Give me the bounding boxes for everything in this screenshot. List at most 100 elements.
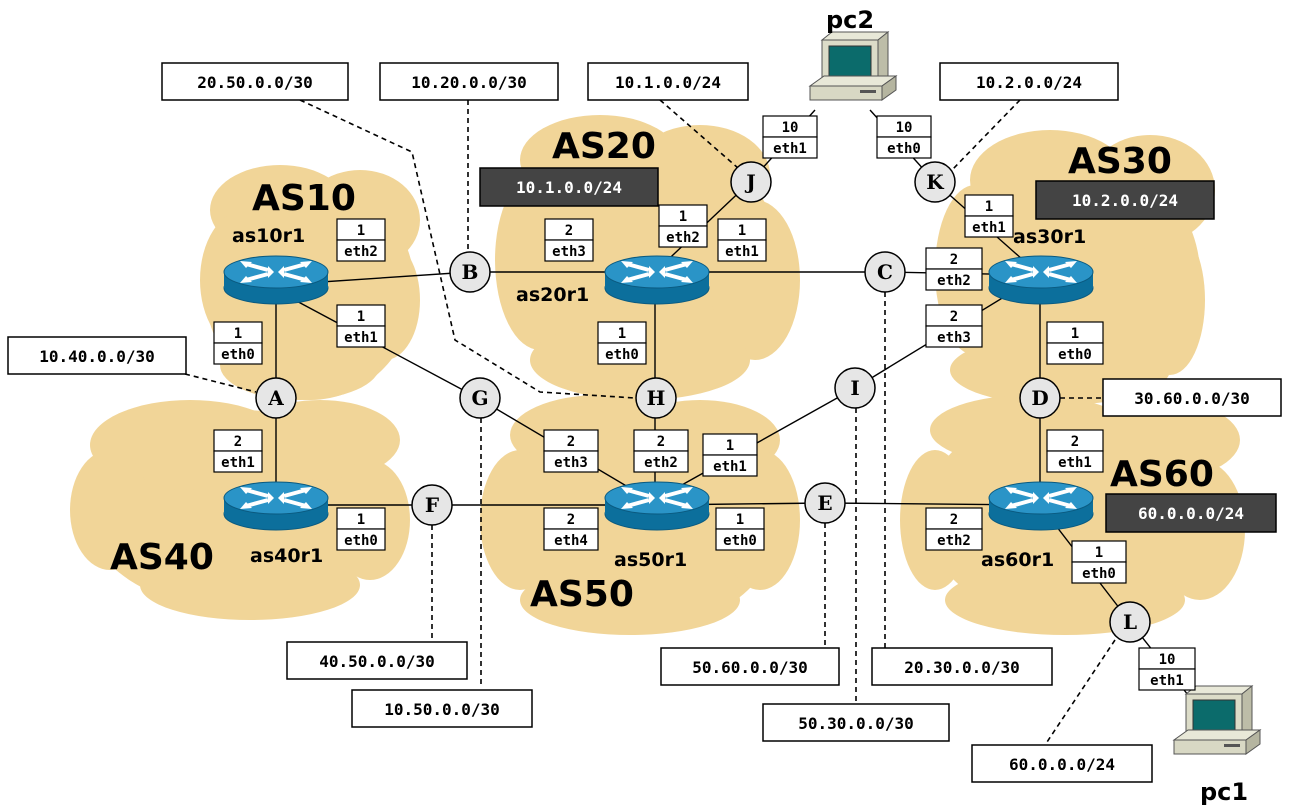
port-as60r1-eth2: 2 eth2 (925, 507, 983, 551)
svg-text:A: A (267, 386, 284, 410)
port-as60r1-eth1: 2 eth1 (1046, 429, 1104, 473)
router-labels: as10r1 as20r1 as30r1 as40r1 as50r1 as60r… (232, 225, 1086, 571)
announced-network-as60: 60.0.0.0/24 (1105, 493, 1277, 533)
svg-text:2: 2 (657, 434, 665, 450)
router-as10r1-icon (222, 254, 330, 306)
collision-domain-C: C (864, 251, 906, 293)
subnet-label-I: 50.30.0.0/30 (762, 703, 950, 742)
leader-K (951, 99, 1021, 171)
svg-text:1: 1 (1071, 326, 1079, 342)
router-label-as10r1: as10r1 (232, 225, 305, 247)
port-as10r1-eth0: 1 eth0 (213, 321, 263, 365)
svg-text:10.2.0.0/24: 10.2.0.0/24 (1072, 191, 1178, 210)
leader-A (184, 373, 257, 393)
subnet-labels: 20.50.0.0/30 10.20.0.0/30 10.1.0.0/24 10… (7, 62, 1282, 783)
svg-text:F: F (425, 493, 439, 517)
svg-text:eth1: eth1 (1058, 455, 1092, 471)
svg-text:60.0.0.0/24: 60.0.0.0/24 (1138, 504, 1244, 523)
as-label-as30: AS30 (1068, 141, 1172, 182)
svg-text:eth1: eth1 (713, 459, 747, 475)
port-as50r1-eth4: 2 eth4 (543, 507, 599, 551)
svg-text:eth0: eth0 (1058, 347, 1092, 363)
svg-text:1: 1 (985, 199, 993, 215)
svg-text:eth0: eth0 (887, 141, 921, 157)
svg-text:50.30.0.0/30: 50.30.0.0/30 (798, 714, 914, 733)
port-as30r1-eth3: 2 eth3 (925, 304, 983, 348)
router-label-as40r1: as40r1 (250, 545, 323, 567)
collision-domain-J: J (730, 161, 772, 203)
pc1-icon (1173, 685, 1261, 755)
svg-text:1: 1 (679, 209, 687, 225)
svg-text:10.50.0.0/30: 10.50.0.0/30 (384, 700, 500, 719)
port-as50r1-eth2: 2 eth2 (633, 429, 689, 473)
svg-text:B: B (462, 260, 479, 284)
svg-text:10.40.0.0/30: 10.40.0.0/30 (39, 347, 155, 366)
router-label-as20r1: as20r1 (516, 284, 589, 306)
svg-text:60.0.0.0/24: 60.0.0.0/24 (1009, 755, 1115, 774)
port-pc1-eth1: 10 eth1 (1138, 647, 1196, 691)
svg-text:J: J (744, 170, 755, 194)
collision-domain-L: L (1109, 601, 1151, 643)
svg-text:eth3: eth3 (937, 330, 971, 346)
svg-text:1: 1 (357, 512, 365, 528)
port-as50r1-eth0: 1 eth0 (715, 507, 765, 551)
svg-text:eth4: eth4 (554, 533, 588, 549)
as-label-as20: AS20 (552, 126, 656, 167)
svg-text:30.60.0.0/30: 30.60.0.0/30 (1134, 389, 1250, 408)
subnet-label-H: 20.50.0.0/30 (161, 62, 349, 101)
announced-networks: 10.1.0.0/24 10.2.0.0/24 60.0.0.0/24 (479, 167, 1277, 533)
svg-text:eth1: eth1 (344, 330, 378, 346)
svg-text:10.1.0.0/24: 10.1.0.0/24 (615, 73, 721, 92)
svg-text:2: 2 (234, 434, 242, 450)
as-label-as50: AS50 (530, 574, 634, 615)
host-label-pc2: pc2 (826, 6, 874, 34)
subnet-label-E: 50.60.0.0/30 (660, 647, 840, 686)
svg-text:L: L (1123, 610, 1137, 634)
port-as10r1-eth2: 1 eth2 (336, 218, 386, 262)
svg-text:K: K (926, 170, 944, 194)
svg-text:eth2: eth2 (644, 455, 678, 471)
router-as60r1-icon (987, 480, 1095, 532)
svg-text:10.2.0.0/24: 10.2.0.0/24 (976, 73, 1082, 92)
subnet-label-F: 40.50.0.0/30 (286, 641, 468, 680)
hosts: pc2 pc1 (809, 6, 1261, 805)
svg-text:50.60.0.0/30: 50.60.0.0/30 (692, 658, 808, 677)
svg-text:2: 2 (567, 512, 575, 528)
svg-text:2: 2 (567, 434, 575, 450)
svg-text:2: 2 (950, 252, 958, 268)
leader-H (299, 99, 636, 399)
subnet-label-B: 10.20.0.0/30 (379, 62, 559, 101)
collision-domain-G: G (459, 377, 501, 419)
svg-text:eth0: eth0 (1082, 566, 1116, 582)
svg-text:1: 1 (357, 309, 365, 325)
port-as20r1-eth2: 1 eth2 (658, 204, 708, 248)
svg-text:2: 2 (1071, 434, 1079, 450)
port-as20r1-eth0: 1 eth0 (597, 321, 647, 365)
port-as40r1-eth0: 1 eth0 (336, 507, 386, 551)
svg-text:D: D (1031, 386, 1048, 410)
router-as20r1-icon (603, 254, 711, 306)
announced-network-as30: 10.2.0.0/24 (1035, 180, 1215, 220)
as-label-as60: AS60 (1110, 454, 1214, 495)
svg-text:20.50.0.0/30: 20.50.0.0/30 (197, 73, 313, 92)
svg-text:10.20.0.0/30: 10.20.0.0/30 (411, 73, 527, 92)
svg-text:eth2: eth2 (344, 244, 378, 260)
collision-domain-H: H (635, 377, 677, 419)
as-label-as40: AS40 (110, 537, 214, 578)
svg-text:eth0: eth0 (344, 533, 378, 549)
router-as40r1-icon (222, 480, 330, 532)
router-as30r1-icon (987, 254, 1095, 306)
leader-L (1044, 639, 1116, 746)
svg-text:eth1: eth1 (221, 455, 255, 471)
svg-text:eth0: eth0 (221, 347, 255, 363)
svg-text:1: 1 (726, 438, 734, 454)
router-label-as30r1: as30r1 (1013, 226, 1086, 248)
svg-text:eth1: eth1 (773, 141, 807, 157)
announced-network-as20: 10.1.0.0/24 (479, 167, 659, 207)
svg-text:2: 2 (950, 309, 958, 325)
router-as50r1-icon (603, 480, 711, 532)
svg-text:eth2: eth2 (937, 273, 971, 289)
port-as30r1-eth0: 1 eth0 (1046, 321, 1104, 365)
port-as20r1-eth1: 1 eth1 (717, 218, 767, 262)
